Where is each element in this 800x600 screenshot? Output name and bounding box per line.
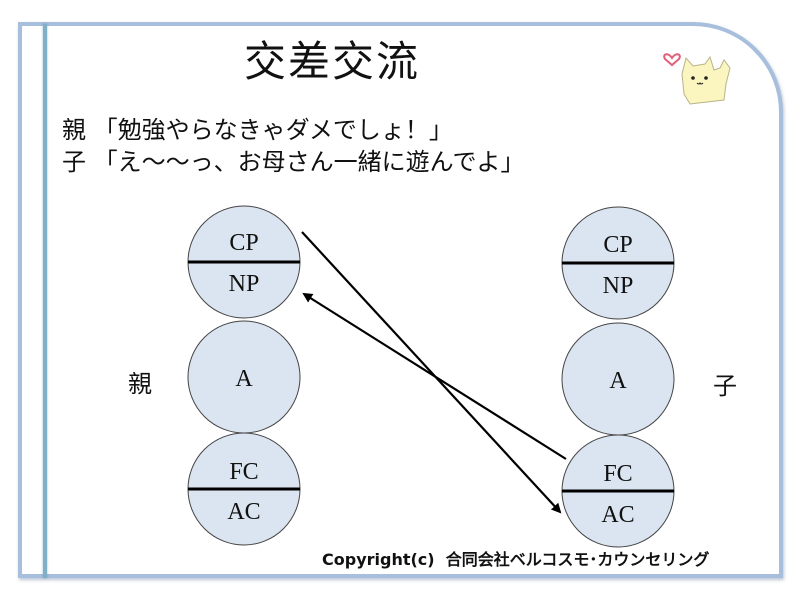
parent-np-label: NP [229, 271, 260, 297]
child-ac-label: AC [601, 502, 634, 528]
speaker-parent: 親 [62, 116, 86, 144]
arrow-child-fc-to-parent-np [302, 292, 567, 460]
parent-ac-label: AC [227, 499, 260, 525]
dialogue-line-parent: 親 「勉強やらなきゃダメでしょ！」 [62, 110, 453, 145]
child-a-label: A [609, 368, 627, 394]
arrow-parent-cp-to-child-ac [301, 231, 562, 514]
child-label: 子 [713, 372, 737, 400]
dialogue-line-child: 子 「え〜〜っ、お母さん一緒に遊んでよ」 [62, 142, 524, 177]
child-np-label: NP [603, 273, 634, 299]
frame-accent-line [43, 24, 47, 578]
parent-a-label: A [235, 366, 253, 392]
utterance-child: 「え〜〜っ、お母さん一緒に遊んでよ」 [93, 148, 525, 176]
frame-left-strip [22, 26, 43, 574]
child-fc-label: FC [603, 461, 632, 487]
heart-icon [663, 53, 681, 67]
cat-mascot-icon [663, 53, 731, 105]
child-cp-label: CP [603, 232, 632, 258]
parent-ego-states: CP NP A FC AC [187, 205, 301, 546]
copyright-notice: Copyright(c) 合同会社ベルコスモ･カウンセリング [322, 550, 710, 569]
slide-title: 交差交流 [243, 37, 420, 86]
utterance-parent: 「勉強やらなきゃダメでしょ！」 [93, 116, 453, 144]
parent-cp-label: CP [229, 230, 258, 256]
parent-fc-label: FC [229, 459, 258, 485]
parent-label: 親 [128, 370, 152, 398]
speaker-child: 子 [62, 148, 86, 176]
child-ego-states: CP NP A FC AC [561, 206, 675, 548]
